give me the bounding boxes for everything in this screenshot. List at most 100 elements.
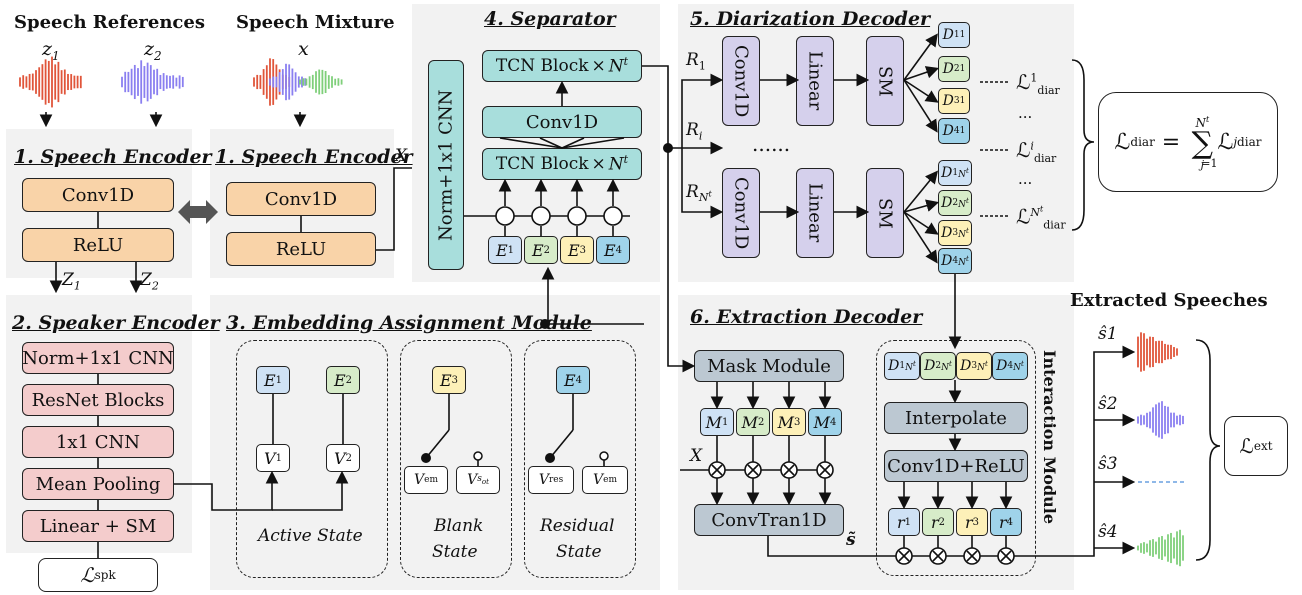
z2-output-label: Z2 [140,270,159,293]
tcn-top-box: TCN Block×Nt [482,50,642,82]
residual-state-label-1: Residual [540,516,615,536]
z1-waveform [19,56,82,108]
x-mixture-label: x [298,38,309,60]
s4-waveform [1137,529,1184,567]
active-state-group [236,340,388,578]
speaker-block-resnet: ResNet Blocks [22,384,174,416]
diar-linear-top: Linear [796,36,834,126]
s-hat-1: ŝ1 [1098,324,1118,344]
blank-state-group [400,340,512,578]
z2-waveform [121,60,184,104]
mix-waveform-green [299,69,343,95]
diar-loss-1: ℒ1diar [1016,70,1060,97]
s-hat-3: ŝ3 [1098,454,1118,474]
interaction-module-label: Interaction Module [1040,350,1059,525]
diar-loss-nt: ℒNtdiar [1016,204,1066,232]
z1-label: z1 [42,38,60,63]
diar-loss-i: ℒidiar [1016,138,1057,165]
mix-waveform-red [253,58,291,106]
s-hat-4: ŝ4 [1098,522,1118,542]
r1-label: R1 [686,50,706,73]
conv1d-mix-box: Conv1D [226,182,376,216]
ri-label: Ri [686,120,703,143]
s1-waveform [1137,332,1178,372]
z1-output-label: Z1 [62,270,81,293]
diar-sm-bottom: SM [866,168,904,258]
extraction-title: 6. Extraction Decoder [690,306,923,328]
speech-mixture-title: Speech Mixture [236,12,395,33]
speaker-block-linear-sm: Linear + SM [22,510,174,542]
convtran-box: ConvTran1D [694,504,844,536]
tcn-bottom-box: TCN Block×Nt [482,148,642,180]
relu-ref-box: ReLU [22,228,174,262]
conv-relu-box: Conv1D+ReLU [884,450,1028,482]
s-hat-2: ŝ2 [1098,394,1118,414]
separator-conv-box: Conv1D [482,106,642,138]
speaker-block-norm: Norm+1x1 CNN [22,342,174,374]
interpolate-box: Interpolate [884,402,1028,434]
separator-title: 4. Separator [484,8,616,30]
z2-label: z2 [144,38,162,63]
speech-references-title: Speech References [14,12,205,33]
extracted-speeches-title: Extracted Speeches [1070,290,1268,311]
speech-encoder-ref-title: 1. Speech Encoder [14,146,212,168]
mask-module-box: Mask Module [694,350,844,382]
embedding-module-title: 3. Embedding Assignment Module [226,312,592,334]
extraction-x-label: X [690,446,703,466]
speaker-block-1x1cnn: 1x1 CNN [22,426,174,458]
separator-norm-box: Norm+1x1 CNN [428,60,464,270]
mix-waveform-purple [269,63,307,101]
s2-waveform [1137,401,1184,439]
diarization-title: 5. Diarization Decoder [690,8,931,30]
diar-linear-bottom: Linear [796,168,834,258]
residual-state-label-2: State [556,542,602,562]
diar-vdots-1: ... [1018,104,1033,122]
speaker-block-mean-pooling: Mean Pooling [22,468,174,500]
x-encoded-label: X [395,146,408,166]
blank-state-label-1: Blank [434,516,484,536]
diar-dots: ...... [752,132,791,156]
conv1d-ref-box: Conv1D [22,178,174,212]
rnt-label: RNt [686,182,712,205]
blank-state-label-2: State [432,542,478,562]
diar-conv-bottom: Conv1D [722,168,760,258]
s-tilde-label: s̃ [846,530,856,550]
